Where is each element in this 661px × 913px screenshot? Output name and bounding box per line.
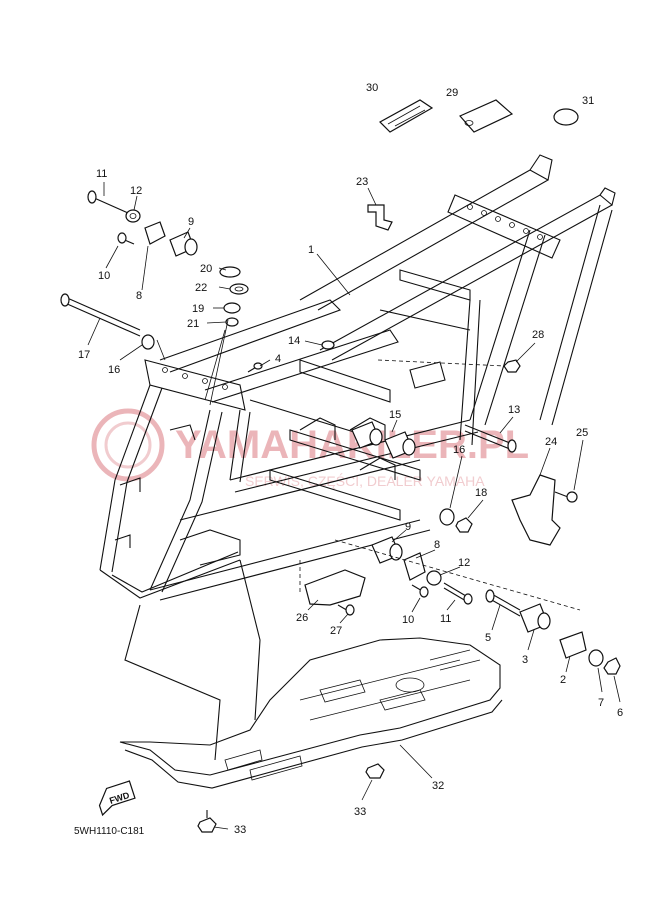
- callout-17: 17: [78, 349, 90, 361]
- part-24-bracket: [511, 474, 561, 546]
- part-4-bolt: [253, 362, 263, 370]
- watermark-sub: SERWIS, CZĘŚCI, DEALER YAMAHA: [245, 472, 485, 489]
- part-19-washer: [223, 302, 241, 314]
- callout-12-lower: 12: [458, 557, 470, 569]
- part-12-collar-upper: [125, 209, 141, 223]
- part-29-pad: [459, 99, 514, 133]
- callout-33-lower: 33: [234, 824, 246, 836]
- part-13-bolt: [464, 424, 511, 450]
- part-33-bolt-lower: [197, 817, 217, 833]
- callout-9-lower: 9: [405, 521, 411, 533]
- part-17-long-bolt: [64, 296, 141, 337]
- callout-5: 5: [485, 632, 491, 644]
- callout-11: 11: [96, 168, 107, 180]
- callout-26: 26: [296, 612, 308, 624]
- part-11-bolt-upper: [91, 196, 129, 214]
- callout-4: 4: [275, 353, 281, 365]
- callout-31: 31: [582, 95, 594, 107]
- callout-15: 15: [389, 409, 401, 421]
- part-8-bracket-upper: [144, 221, 166, 245]
- part-25-bolt: [566, 491, 578, 503]
- fwd-arrow: FWD: [98, 780, 136, 817]
- callout-10: 10: [98, 270, 110, 282]
- part-12-collar-lower: [426, 570, 442, 586]
- part-30-bracket: [379, 99, 434, 133]
- callout-9: 9: [188, 216, 194, 228]
- callout-10-lower: 10: [402, 614, 414, 626]
- part-8-bracket-lower: [403, 552, 426, 581]
- callout-3: 3: [522, 654, 528, 666]
- part-26-bracket: [304, 569, 366, 606]
- callout-22: 22: [195, 282, 207, 294]
- callout-20: 20: [200, 263, 212, 275]
- callout-29: 29: [446, 87, 458, 99]
- callout-33-upper: 33: [354, 806, 366, 818]
- part-23-bracket: [367, 204, 393, 231]
- callout-30: 30: [366, 82, 378, 94]
- engine-mount-parts: [304, 421, 621, 675]
- callout-28: 28: [532, 329, 544, 341]
- part-10-bolt-upper: [117, 232, 127, 244]
- callout-27: 27: [330, 625, 342, 637]
- part-5-bolt: [489, 592, 521, 617]
- leader-lines: [87, 182, 621, 830]
- callouts: 11 12 9 10 8 20 22 19 21 17 16 4 14 1 23…: [78, 82, 623, 836]
- callout-16-right: 16: [453, 444, 465, 456]
- part-16-collar-left: [141, 334, 155, 350]
- part-16-collar-right: [439, 508, 455, 526]
- seat-lock-parts: [379, 99, 579, 133]
- callout-1: 1: [308, 244, 314, 256]
- part-6-nut: [603, 657, 621, 675]
- drawing-code: 5WH1110-C181: [74, 826, 145, 837]
- part-22-washer: [229, 283, 249, 295]
- assembly-guides: [124, 319, 581, 761]
- main-frame: [99, 154, 616, 601]
- callout-32: 32: [432, 780, 444, 792]
- callout-8: 8: [136, 290, 142, 302]
- part-2-bracket: [559, 631, 587, 659]
- part-27-bolt: [345, 604, 355, 616]
- callout-8-lower: 8: [434, 539, 440, 551]
- callout-13: 13: [508, 404, 520, 416]
- part-33-nut-upper: [365, 763, 385, 779]
- callout-6: 6: [617, 707, 623, 719]
- callout-16: 16: [108, 364, 120, 376]
- part-28-nut: [503, 359, 521, 373]
- callout-7: 7: [598, 697, 604, 709]
- part-18-nut: [455, 517, 473, 533]
- part-10-bolt-lower: [419, 586, 429, 598]
- callout-19: 19: [192, 303, 204, 315]
- callout-23: 23: [356, 176, 368, 188]
- callout-14: 14: [288, 335, 300, 347]
- callout-21: 21: [187, 318, 199, 330]
- callout-11-lower: 11: [440, 613, 451, 625]
- callout-18: 18: [475, 487, 487, 499]
- part-7-collar: [588, 649, 604, 667]
- callout-24: 24: [545, 436, 557, 448]
- callout-25: 25: [576, 427, 588, 439]
- part-32-skid-plate: [119, 637, 503, 833]
- part-20-washer: [219, 266, 241, 278]
- callout-2: 2: [560, 674, 566, 686]
- part-31-ring: [553, 108, 579, 126]
- callout-12: 12: [130, 185, 142, 197]
- part-14-grommet: [321, 340, 335, 350]
- part-11-bolt-lower: [443, 582, 467, 602]
